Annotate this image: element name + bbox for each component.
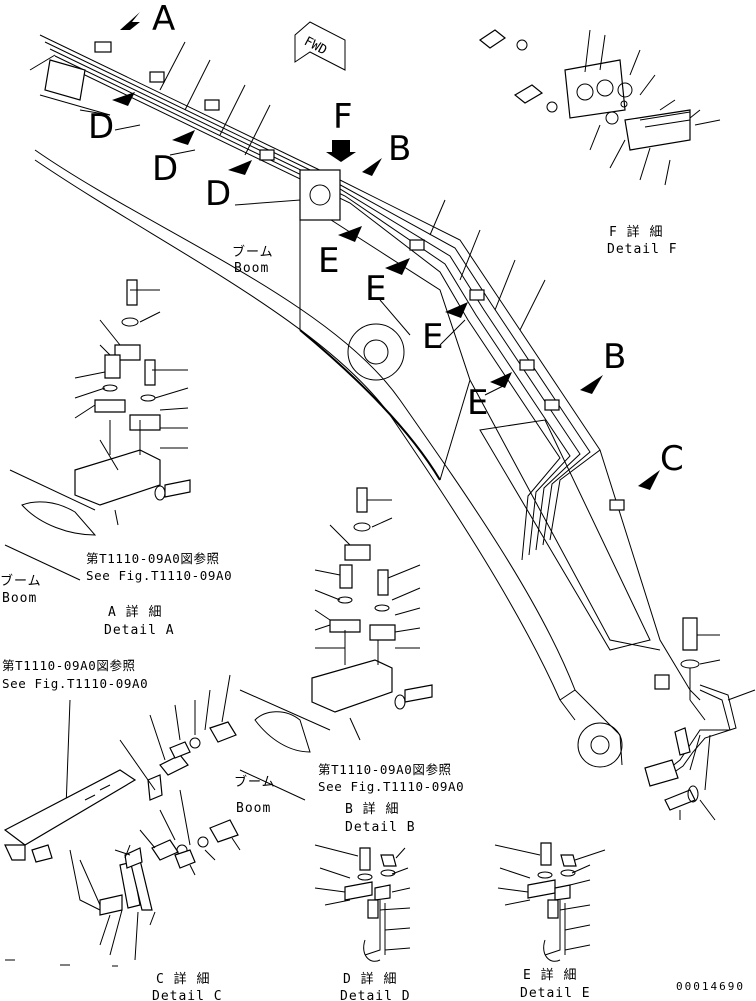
callout-e-2: E [365, 269, 386, 309]
detail-a-title-en: Detail A [104, 623, 175, 638]
detail-a-boom-jp: ブーム [0, 573, 42, 589]
detail-a-see-fig-jp: 第T1110-09A0図参照 [86, 551, 220, 566]
detail-f-title-jp: F 詳 細 [609, 224, 663, 240]
callout-f: F [333, 97, 353, 137]
callout-c: C [660, 439, 684, 479]
detail-b-title-jp: B 詳 細 [345, 801, 399, 817]
callout-arrows [112, 12, 660, 490]
detail-c-ref-leader [65, 699, 71, 809]
detail-c-title-jp: C 詳 細 [156, 971, 210, 987]
detail-e-title-en: Detail E [520, 986, 591, 1001]
callout-d-1: D [88, 107, 114, 147]
hydraulic-tubes [39, 34, 701, 701]
detail-hose-right [644, 617, 756, 821]
detail-a-drawing [4, 279, 191, 581]
detail-b-boom-en: Boom [236, 801, 271, 816]
detail-b-boom-line [239, 769, 306, 801]
detail-e-title-jp: E 詳 細 [523, 967, 577, 983]
detail-a-boom-en: Boom [2, 591, 37, 606]
detail-a-title-jp: A 詳 細 [108, 604, 162, 620]
callout-e-4: E [467, 383, 488, 423]
fwd-indicator: FWD [294, 21, 346, 71]
drawing-number: 00014690 [676, 980, 745, 993]
callout-e-1: E [318, 241, 339, 281]
detail-d-title-jp: D 詳 細 [343, 971, 397, 987]
callout-d-2: D [152, 149, 178, 189]
detail-b-see-fig-en: See Fig.T1110-09A0 [318, 779, 464, 794]
leader-lines [29, 41, 546, 396]
detail-b-boom-jp: ブーム [234, 774, 276, 790]
detail-b-drawing [239, 487, 433, 753]
detail-f-drawing [478, 29, 721, 186]
detail-f-title-en: Detail F [607, 242, 678, 257]
detail-a-see-fig-en: See Fig.T1110-09A0 [86, 568, 232, 583]
boom-label-jp: ブーム [232, 244, 274, 260]
detail-c-title-en: Detail C [152, 989, 223, 1001]
boom-label-en: Boom [234, 261, 269, 276]
boom-body [34, 149, 661, 768]
callout-b-2: B [603, 337, 626, 377]
detail-c-see-fig-en: See Fig.T1110-09A0 [2, 676, 148, 691]
detail-b-see-fig-jp: 第T1110-09A0図参照 [318, 762, 452, 777]
detail-c-drawing [3, 674, 241, 967]
detail-c-see-fig-jp: 第T1110-09A0図参照 [2, 658, 136, 673]
callout-a: A [152, 0, 175, 39]
callout-b-1: B [388, 129, 411, 169]
detail-d-title-en: Detail D [340, 989, 411, 1001]
detail-b-title-en: Detail B [345, 820, 416, 835]
callout-d-3: D [205, 174, 231, 214]
detail-d-drawing [314, 844, 411, 962]
callout-e-3: E [422, 317, 443, 357]
detail-e-drawing [494, 842, 606, 962]
